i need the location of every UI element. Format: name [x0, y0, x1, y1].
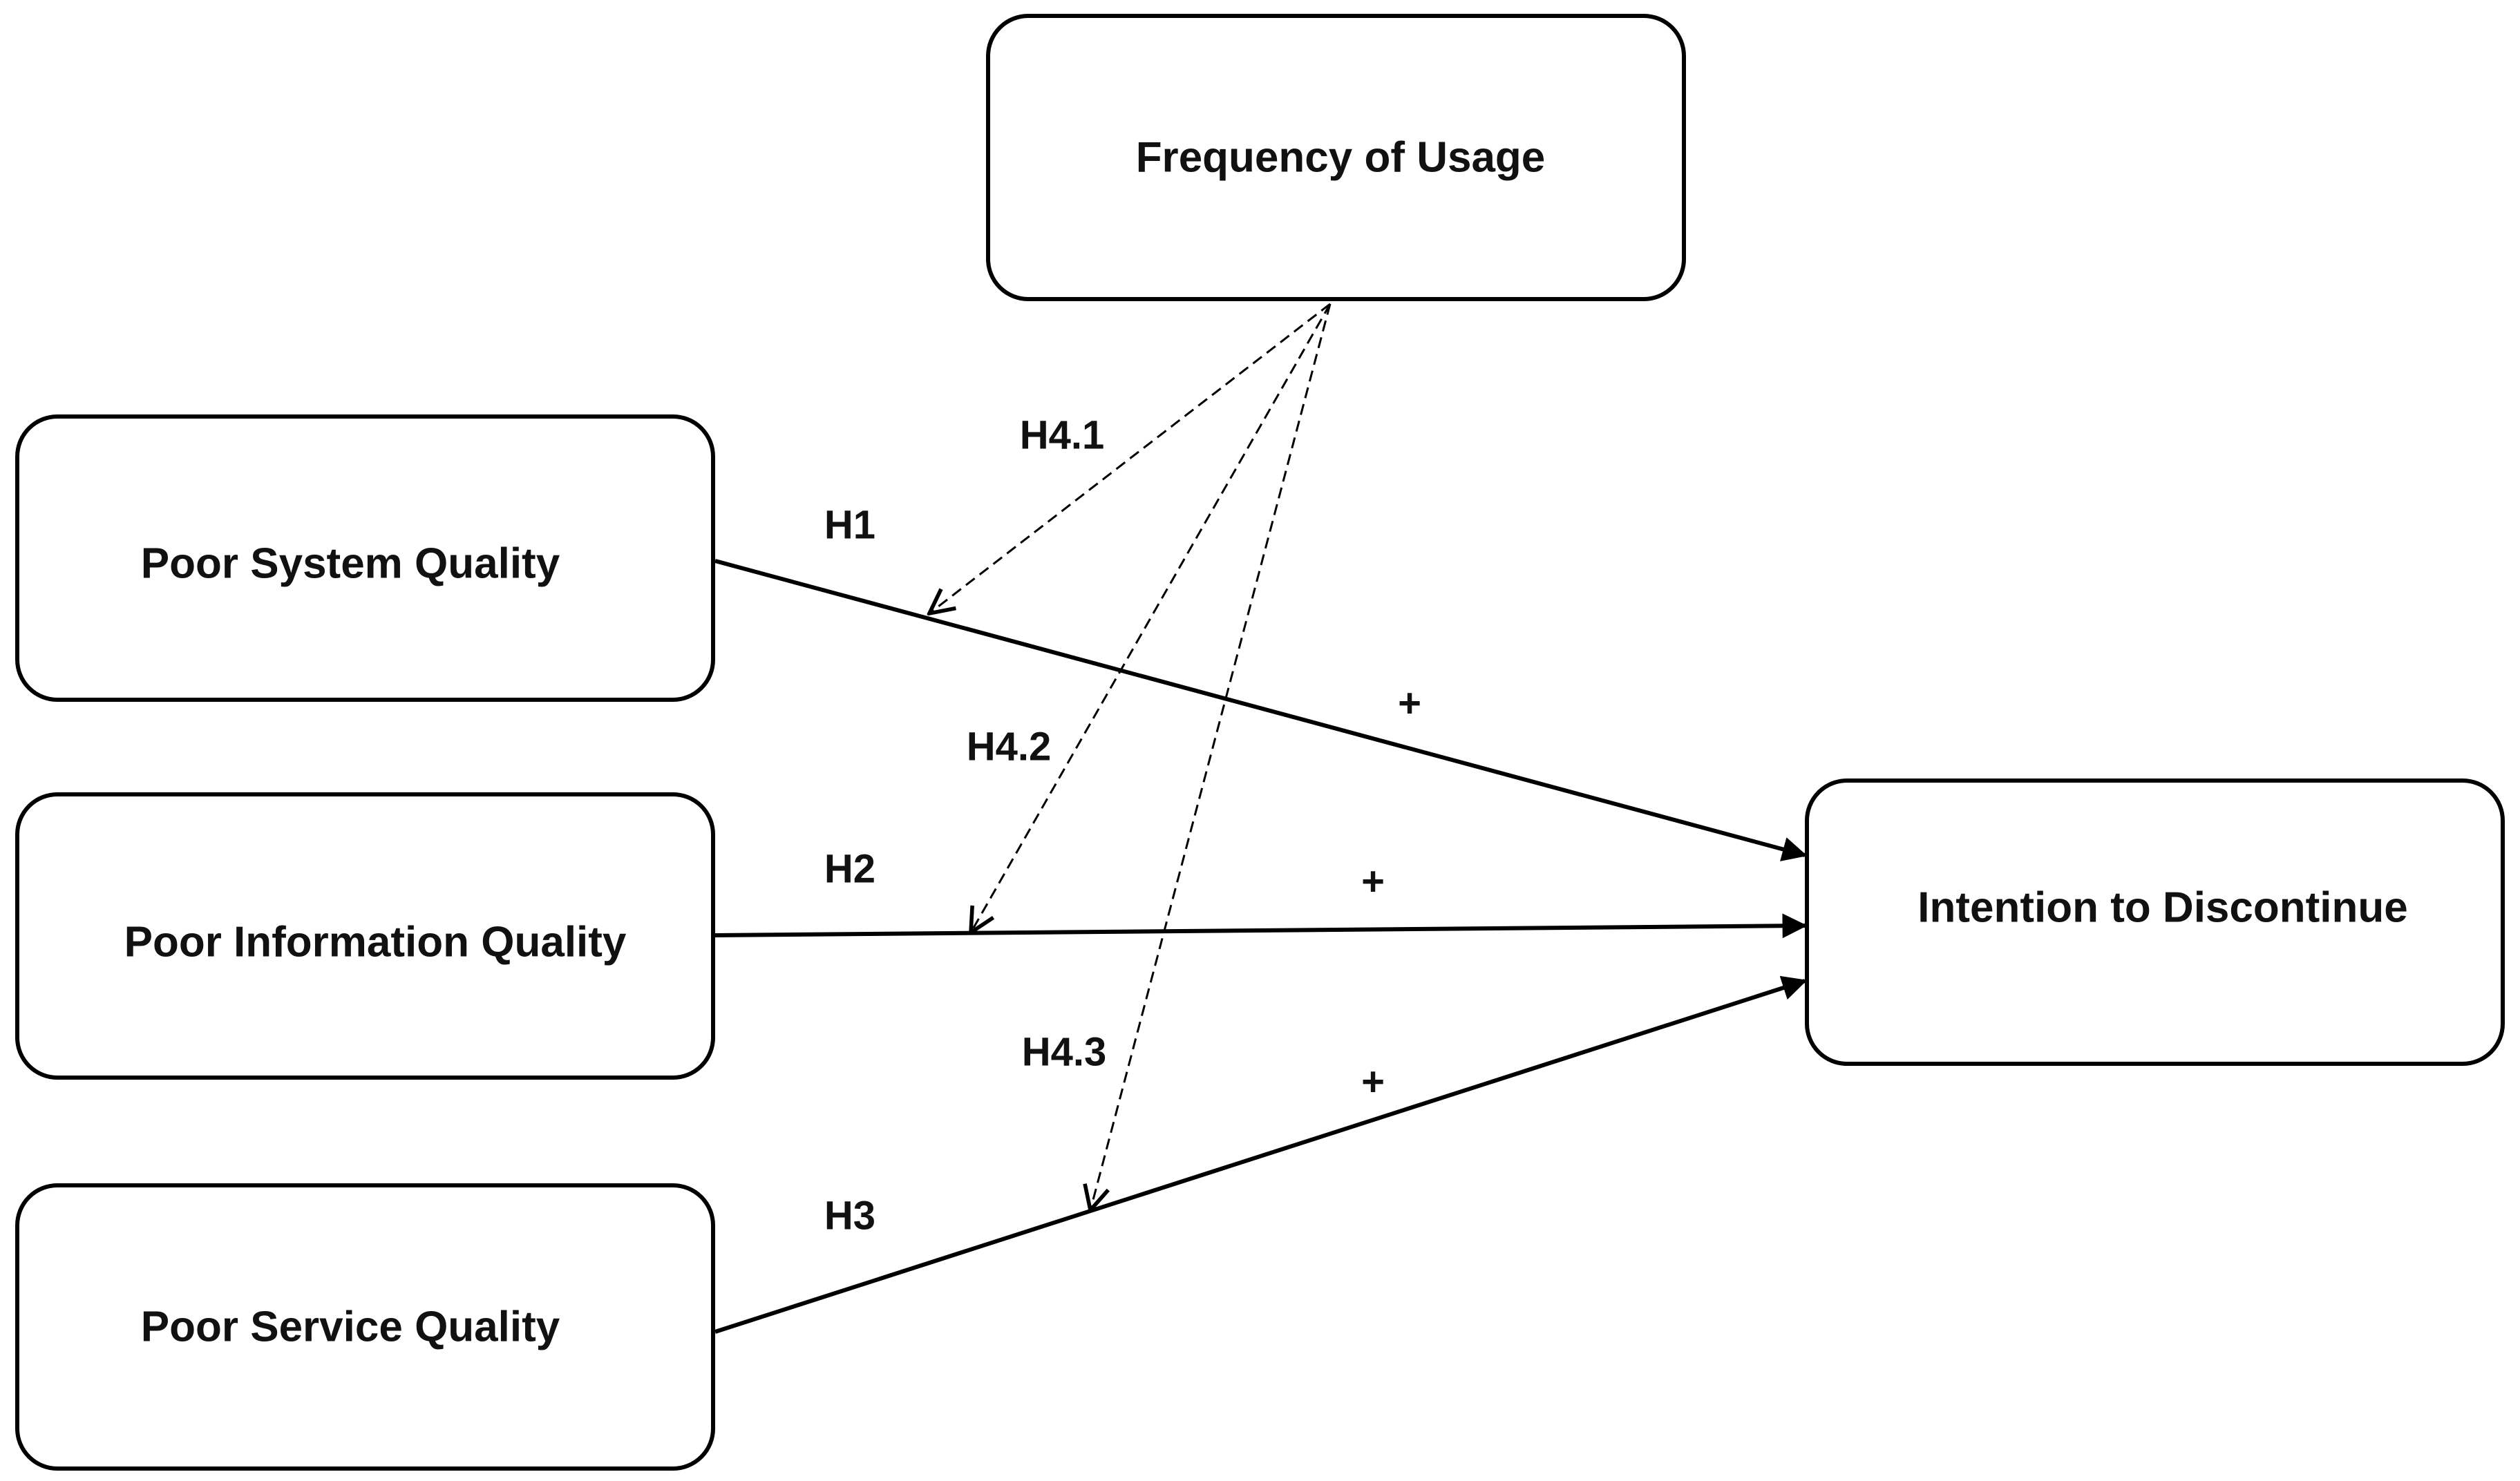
path-h1-arrow [714, 559, 1808, 861]
node-poor-information-quality: Poor Information Quality [15, 792, 715, 1080]
node-poor-system-quality: Poor System Quality [15, 414, 715, 702]
node-service-label: Poor Service Quality [141, 1303, 560, 1350]
moderation-h42-arrow [971, 303, 1332, 933]
node-frequency-of-usage: Frequency of Usage [986, 14, 1686, 301]
node-poor-service-quality: Poor Service Quality [15, 1183, 715, 1471]
path-h3-arrow [714, 975, 1808, 1334]
moderation-h43-label: H4.3 [1022, 1029, 1107, 1074]
node-frequency-label: Frequency of Usage [1136, 133, 1546, 181]
node-intention-to-discontinue: Intention to Discontinue [1805, 778, 2505, 1066]
moderation-h41-label: H4.1 [1020, 412, 1105, 457]
hypothesis-h1-label: H1 [824, 502, 875, 547]
moderation-h42-label: H4.2 [967, 724, 1052, 769]
node-intention-label: Intention to Discontinue [1917, 883, 2408, 931]
node-system-label: Poor System Quality [141, 539, 560, 587]
path-h3-sign: + [1361, 1059, 1385, 1104]
node-information-label: Poor Information Quality [124, 918, 627, 966]
moderation-h41-arrow [929, 303, 1331, 613]
path-h1-sign: + [1398, 680, 1421, 725]
path-h2-arrow [714, 913, 1808, 939]
hypothesis-h3-label: H3 [824, 1193, 875, 1238]
path-h2-sign: + [1361, 859, 1385, 904]
hypothesis-h2-label: H2 [824, 846, 875, 891]
moderation-h43-arrow [1090, 303, 1332, 1210]
